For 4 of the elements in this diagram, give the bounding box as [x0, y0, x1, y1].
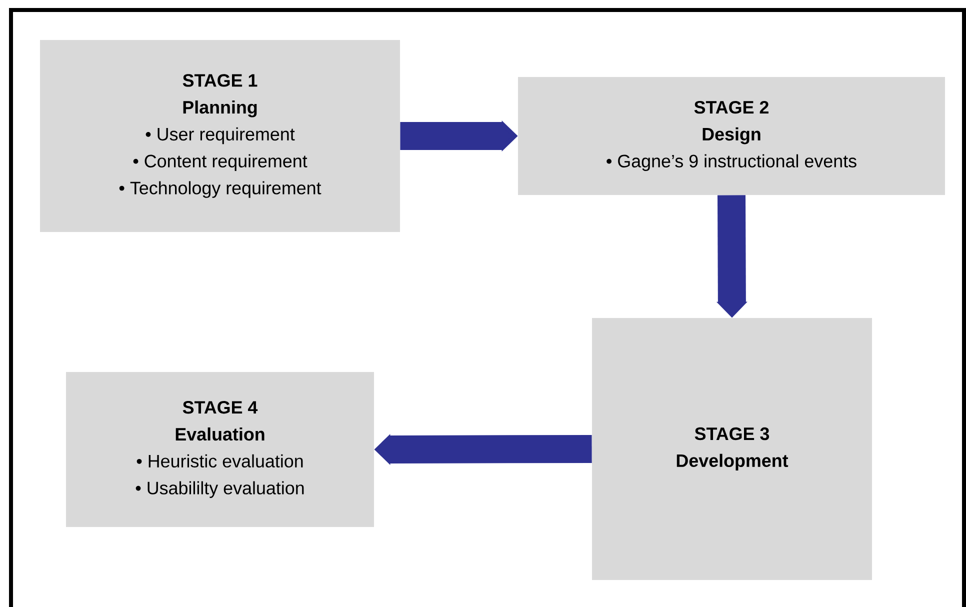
stage-box: STAGE 1 Planning • User requirement • Content requirement • Technology requirement [40, 40, 400, 232]
stage-box: STAGE 3 Development [592, 318, 872, 580]
stage-box: STAGE 2 Design • Gagne’s 9 instructional events [518, 77, 945, 195]
stage-box: STAGE 4 Evaluation • Heuristic evaluation • Usabililty evaluation [66, 372, 374, 527]
